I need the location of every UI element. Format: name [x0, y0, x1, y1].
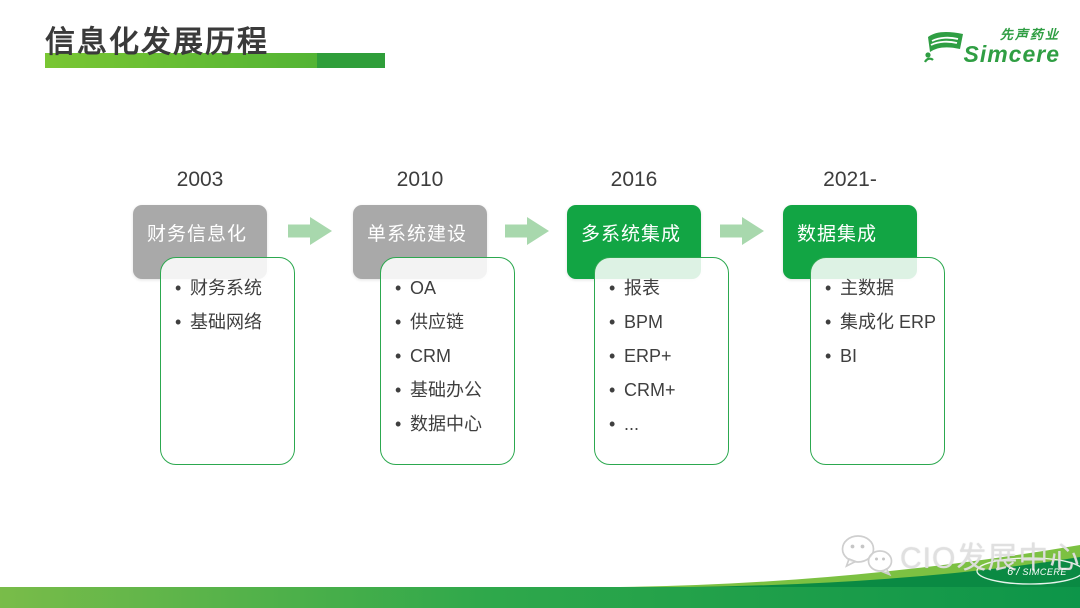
list-item: • OA	[395, 271, 506, 305]
arrow-right-icon	[288, 217, 332, 245]
bullet-icon: •	[825, 346, 832, 366]
slide-header: 信息化发展历程	[45, 24, 385, 68]
list-item: • CRM+	[609, 373, 720, 407]
bullet-icon: •	[175, 278, 182, 298]
stage-items: • 报表 • BPM • ERP+ • CRM+ •...	[595, 258, 728, 441]
watermark: CIO发展中心	[838, 531, 1080, 579]
list-item: • BI	[825, 339, 936, 373]
list-item: • CRM	[395, 339, 506, 373]
stage-year: 2016	[610, 168, 658, 191]
bullet-icon: •	[609, 278, 616, 298]
list-item-text: 报表	[624, 278, 660, 298]
stage-listbox: • 报表 • BPM • ERP+ • CRM+ •...	[594, 257, 729, 465]
list-item-text: 基础办公	[410, 380, 482, 400]
list-item-text: CRM+	[624, 380, 676, 400]
timeline-stage-2021: 2021- 数据集成 • 主数据 • 集成化 ERP • BI	[783, 168, 973, 465]
list-item-text: ERP+	[624, 346, 672, 366]
bullet-icon: •	[609, 346, 616, 366]
list-item-text: 财务系统	[190, 278, 262, 298]
list-item-text: CRM	[410, 346, 451, 366]
bullet-icon: •	[609, 380, 616, 400]
list-item: • 基础办公	[395, 373, 506, 407]
flag-icon	[924, 32, 964, 63]
list-item-text: BI	[840, 346, 858, 366]
bullet-icon: •	[175, 312, 182, 332]
bullet-icon: •	[609, 414, 616, 434]
bullet-icon: •	[609, 312, 616, 332]
company-logo: 先声药业 Simcere	[921, 24, 1060, 66]
bullet-icon: •	[395, 346, 402, 366]
bullet-icon: •	[825, 312, 832, 332]
logo-texts: 先声药业 Simcere	[963, 24, 1060, 67]
list-item: • 基础网络	[175, 305, 286, 339]
title-underline	[45, 53, 385, 68]
list-item-text: 集成化 ERP	[840, 312, 937, 332]
list-item-text: 主数据	[840, 278, 894, 298]
page-number-ellipse	[976, 557, 1080, 585]
list-item: • 主数据	[825, 271, 936, 305]
watermark-text: CIO发展中心	[900, 542, 1080, 575]
stage-items: • 主数据 • 集成化 ERP • BI	[811, 258, 944, 373]
list-item-text: 基础网络	[190, 312, 262, 332]
list-item-text: 供应链	[410, 312, 464, 332]
stage-items: • 财务系统 • 基础网络	[161, 258, 294, 339]
list-item: • 数据中心	[395, 407, 506, 441]
list-item: • BPM	[609, 305, 720, 339]
list-item-text: ...	[624, 414, 640, 434]
stage-header-label: 数据集成	[797, 224, 878, 245]
list-item: •...	[609, 407, 720, 441]
logo-company-en: Simcere	[963, 41, 1060, 67]
stage-listbox: • 财务系统 • 基础网络	[160, 257, 295, 465]
bullet-icon: •	[395, 312, 402, 332]
bullet-icon: •	[395, 414, 402, 434]
list-item-text: 数据中心	[410, 414, 482, 434]
logo-company-cn: 先声药业	[999, 27, 1060, 42]
arrow-right-icon	[720, 217, 764, 245]
footer-bar	[0, 587, 1080, 608]
stage-listbox: • OA • 供应链 • CRM • 基础办公 • 数据中心	[380, 257, 515, 465]
page-number: 6/SIMCERE	[998, 562, 1076, 580]
stage-listbox: • 主数据 • 集成化 ERP • BI	[810, 257, 945, 465]
page-title: 信息化发展历程	[45, 26, 269, 59]
list-item-text: BPM	[624, 312, 664, 332]
footer-brand: SIMCERE	[1022, 567, 1067, 577]
stage-header-label: 多系统集成	[581, 224, 682, 245]
stage-header-label: 财务信息化	[147, 224, 248, 245]
footer-decoration	[0, 545, 1080, 608]
page-number-value: 6	[1007, 566, 1014, 578]
stage-year: 2021-	[823, 168, 877, 191]
wechat-icon	[841, 535, 893, 577]
list-item: • 供应链	[395, 305, 506, 339]
stage-header-label: 单系统建设	[367, 224, 468, 245]
list-item: • 财务系统	[175, 271, 286, 305]
timeline-stage-2010: 2010 单系统建设 • OA • 供应链 • CRM • 基础办公 • 数据中心	[353, 168, 543, 465]
bullet-icon: •	[825, 278, 832, 298]
stage-year: 2010	[396, 168, 444, 191]
title-underline-light	[45, 53, 317, 68]
swoosh-dark	[690, 557, 1080, 587]
bullet-icon: •	[395, 278, 402, 298]
stage-year: 2003	[176, 168, 224, 191]
stage-items: • OA • 供应链 • CRM • 基础办公 • 数据中心	[381, 258, 514, 441]
list-item: • ERP+	[609, 339, 720, 373]
list-item-text: OA	[410, 278, 437, 298]
timeline-stage-2016: 2016 多系统集成 • 报表 • BPM • ERP+ • CRM+ •...	[567, 168, 757, 465]
title-underline-dark	[317, 53, 385, 68]
timeline-stage-2003: 2003 财务信息化 • 财务系统 • 基础网络	[133, 168, 323, 465]
list-item: • 报表	[609, 271, 720, 305]
bullet-icon: •	[395, 380, 402, 400]
arrow-right-icon	[505, 217, 549, 245]
list-item: • 集成化 ERP	[825, 305, 936, 339]
page-number-separator: /	[1016, 566, 1020, 578]
